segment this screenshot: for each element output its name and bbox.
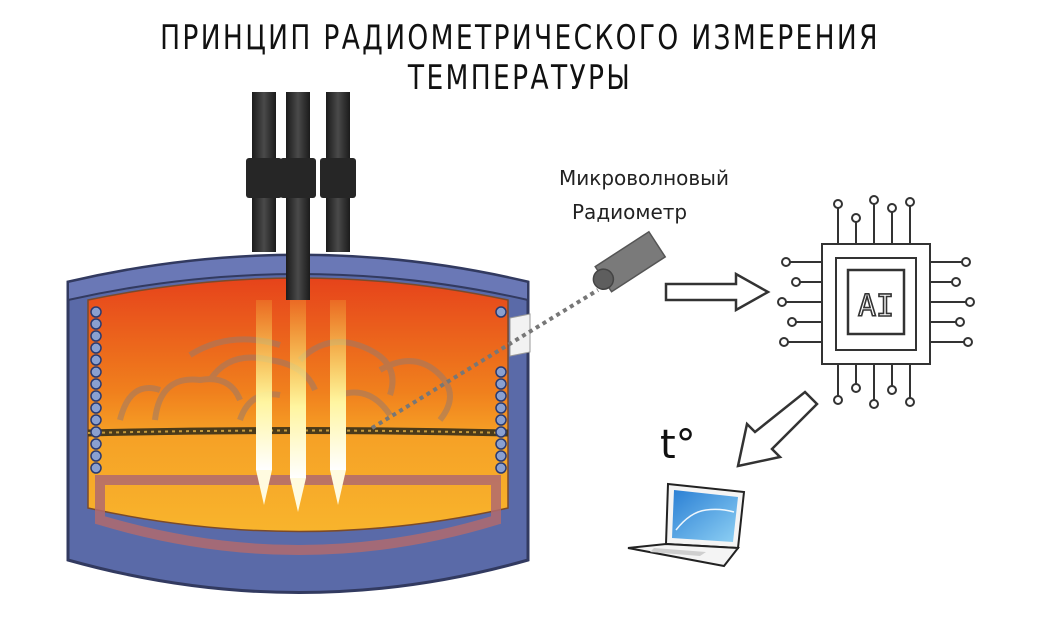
hearth-lining xyxy=(95,475,501,555)
radiometer-icon xyxy=(592,230,667,293)
furnace-lid xyxy=(67,254,529,302)
electrodes xyxy=(246,92,356,512)
induction-coil-right xyxy=(495,306,507,474)
sight-window xyxy=(509,313,531,357)
diagram-title: ПРИНЦИП РАДИОМЕТРИЧЕСКОГО ИЗМЕРЕНИЯ ТЕМП… xyxy=(160,18,880,98)
electrode-2 xyxy=(280,92,316,512)
electrode-1 xyxy=(246,92,282,505)
electrode-3 xyxy=(320,92,356,505)
ai-chip-icon xyxy=(777,195,975,409)
arrow-down-left-icon xyxy=(736,390,819,468)
radiometer-label-line2: Радиометр xyxy=(572,200,688,224)
arrow-right-icon xyxy=(664,271,771,313)
ai-chip-label: AI xyxy=(858,289,894,324)
temperature-label: t° xyxy=(660,422,696,468)
induction-coil-left xyxy=(90,306,102,474)
furnace xyxy=(66,92,531,594)
laptop-icon xyxy=(627,482,746,568)
radiometer-label-line1: Микроволновый xyxy=(559,166,729,190)
